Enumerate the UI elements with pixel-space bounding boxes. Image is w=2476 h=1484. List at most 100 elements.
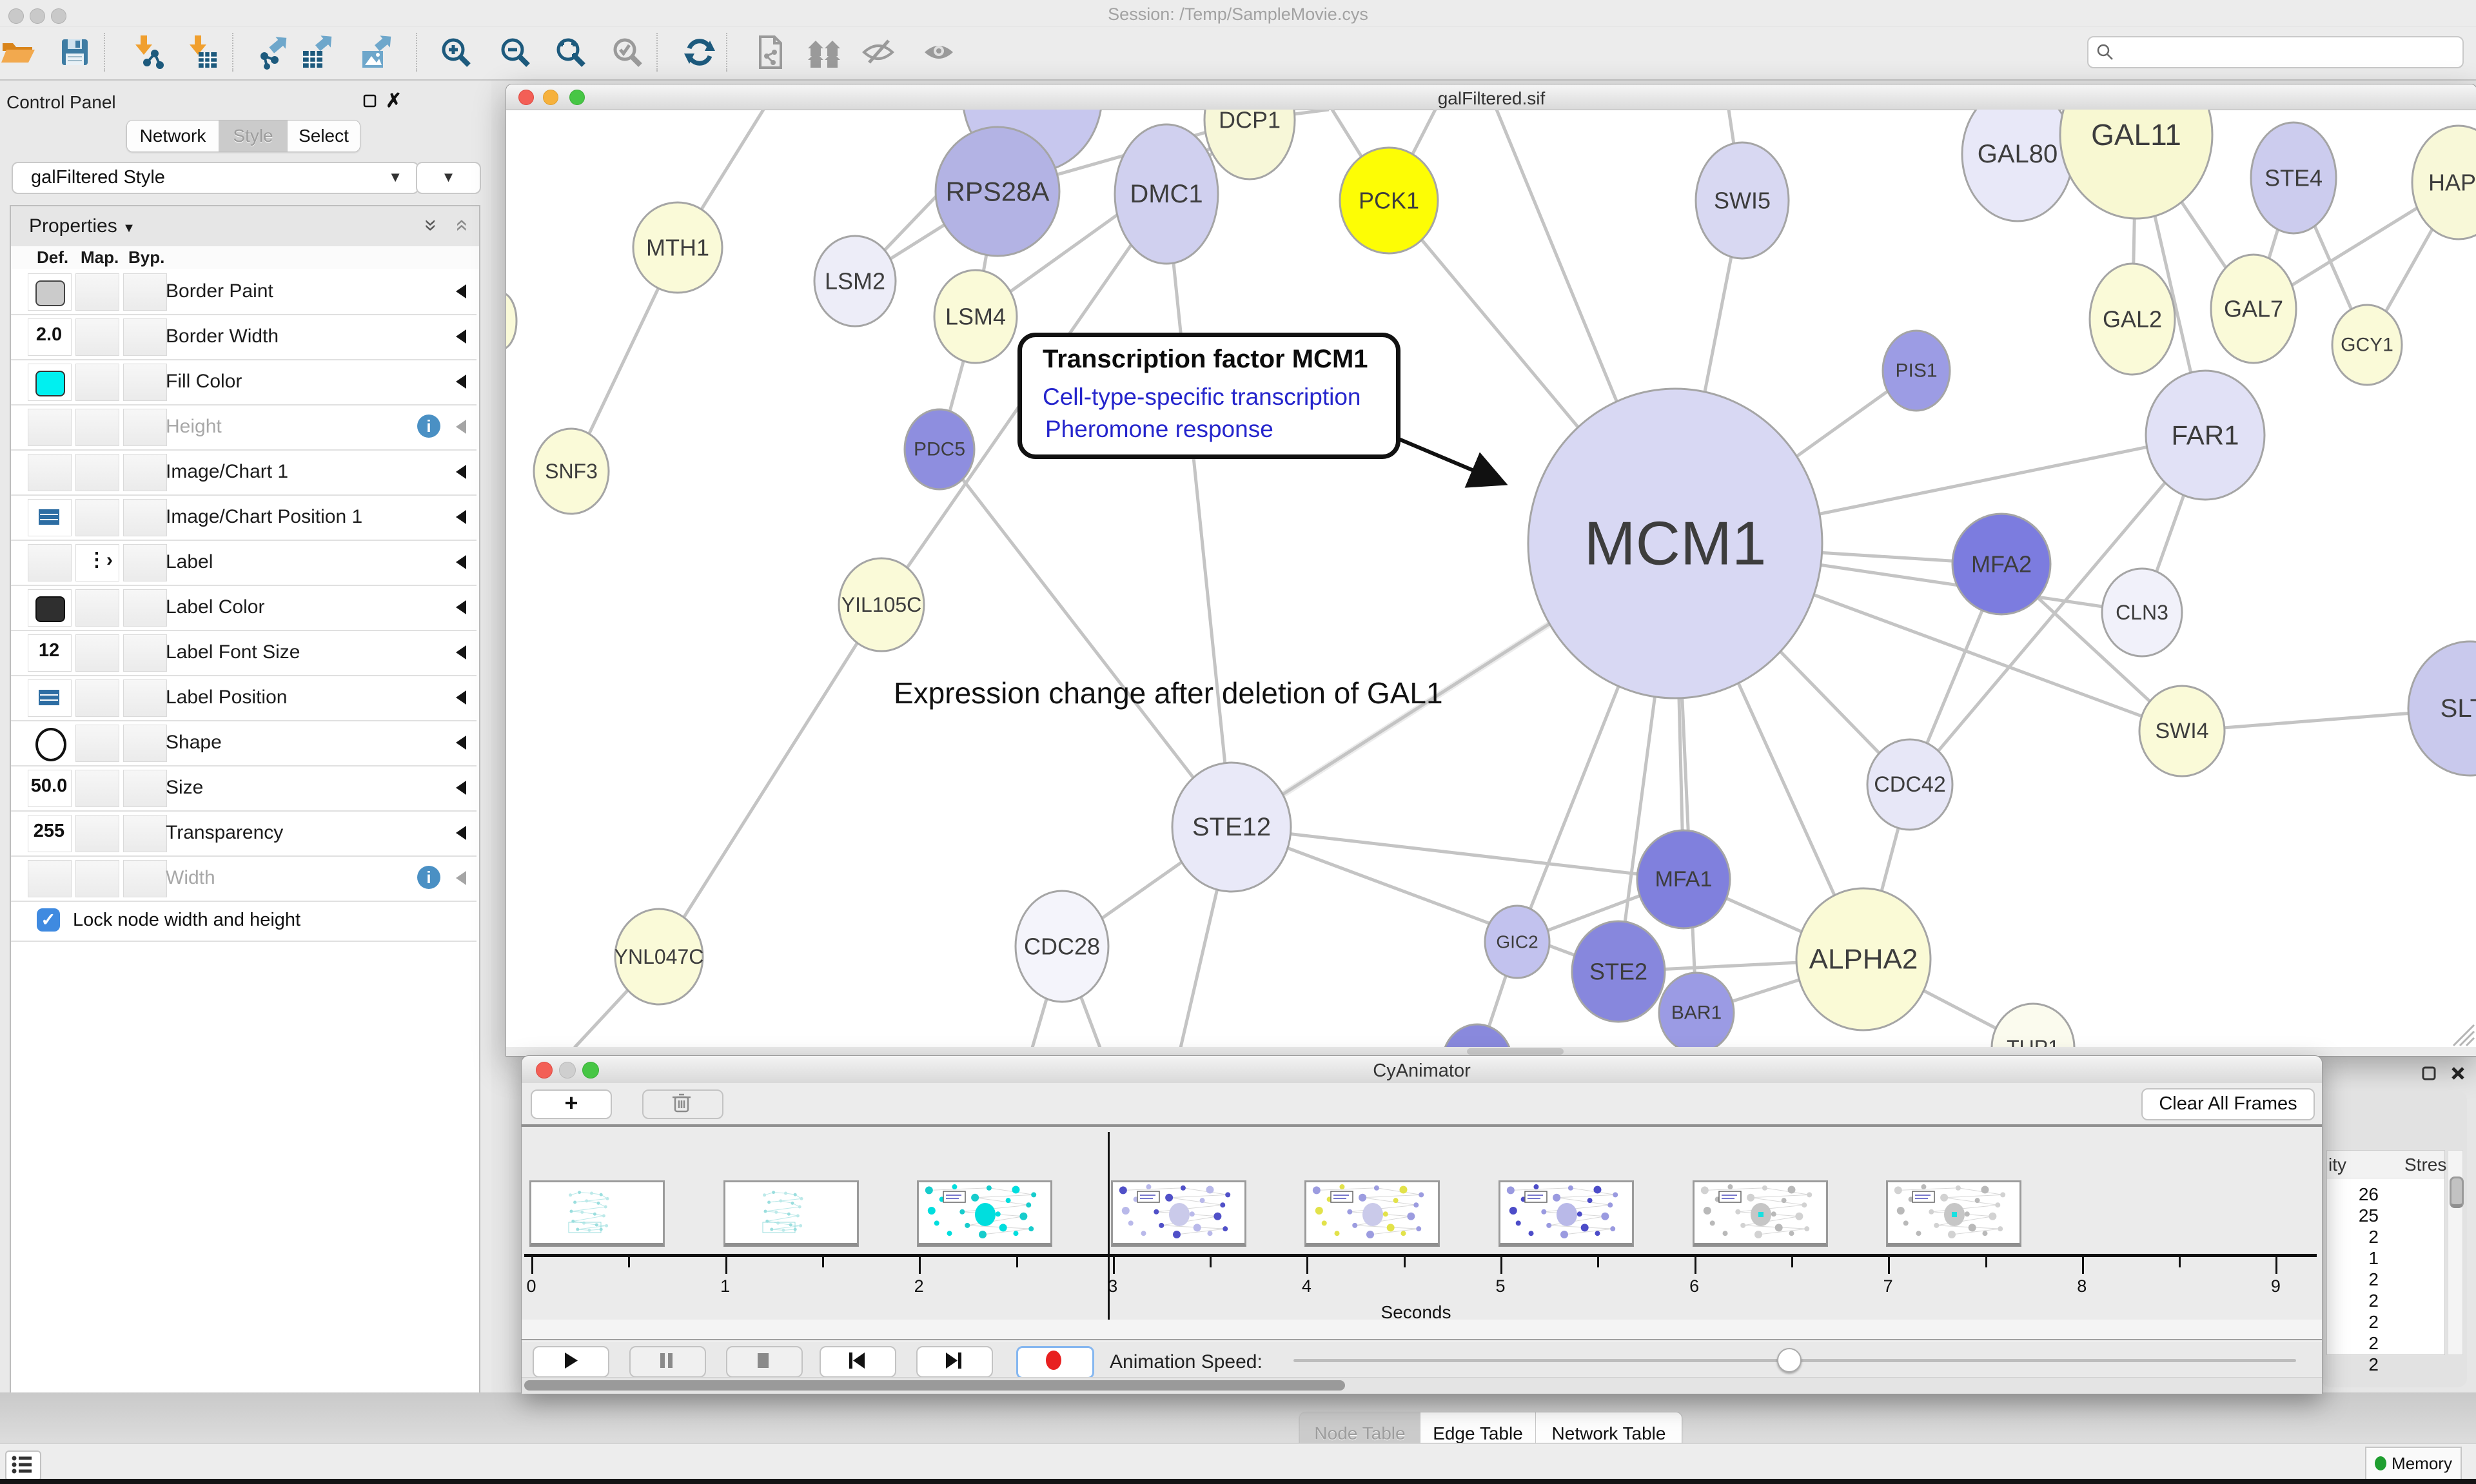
import-network-icon[interactable]: [129, 34, 165, 70]
zoom-selected-icon[interactable]: [609, 34, 645, 70]
network-node-PCK1[interactable]: PCK1: [1339, 146, 1439, 255]
zoom-window-icon[interactable]: [582, 1062, 599, 1079]
network-node-STE12[interactable]: STE12: [1171, 761, 1292, 893]
export-network-icon[interactable]: [255, 34, 291, 70]
table-column-ity[interactable]: ity: [2328, 1155, 2346, 1175]
network-window-titlebar[interactable]: galFiltered.sif: [506, 84, 2476, 110]
timeline-playhead[interactable]: [1108, 1132, 1110, 1325]
network-node-nodeBottom[interactable]: [1442, 1023, 1512, 1047]
cyanimator-hscrollbar[interactable]: [522, 1377, 2322, 1394]
network-node-BAR1[interactable]: BAR1: [1658, 971, 1735, 1047]
network-node-LSM2[interactable]: LSM2: [813, 235, 897, 327]
minimize-window-icon[interactable]: [559, 1062, 576, 1079]
network-node-LSM4[interactable]: LSM4: [933, 269, 1018, 364]
network-node-GAL80[interactable]: GAL80: [1961, 110, 2074, 222]
property-row-fill-color[interactable]: Fill Color: [11, 359, 477, 405]
network-node-GAL11[interactable]: GAL11: [2059, 110, 2214, 220]
style-options-button[interactable]: ▼: [416, 162, 481, 194]
properties-header[interactable]: Properties ▼ » »: [11, 206, 479, 248]
add-frame-button[interactable]: +: [531, 1089, 612, 1119]
cyanimator-titlebar[interactable]: CyAnimator: [522, 1056, 2322, 1084]
network-node-STE4[interactable]: STE4: [2250, 121, 2337, 235]
network-node-GAL7[interactable]: GAL7: [2210, 253, 2297, 364]
frame-thumbnail-7[interactable]: [1886, 1180, 2022, 1247]
hide-graphics-icon[interactable]: [860, 34, 896, 70]
lock-node-size-checkbox[interactable]: ✓: [37, 908, 60, 932]
network-node-nodeLeft[interactable]: [506, 293, 518, 349]
zoom-fit-icon[interactable]: [553, 34, 589, 70]
frame-thumbnail-3[interactable]: [1110, 1180, 1246, 1247]
collapse-all-icon[interactable]: »: [447, 219, 473, 231]
float-panel-icon[interactable]: [362, 93, 379, 109]
clear-all-frames-button[interactable]: Clear All Frames: [2141, 1088, 2315, 1120]
task-history-button[interactable]: [5, 1450, 41, 1481]
network-node-ALPHA2[interactable]: ALPHA2: [1795, 887, 1932, 1031]
document-network-icon[interactable]: [751, 34, 787, 70]
close-window-icon[interactable]: [518, 90, 534, 105]
network-node-CDC28[interactable]: CDC28: [1014, 890, 1110, 1003]
network-node-FAR1[interactable]: FAR1: [2145, 369, 2266, 501]
network-node-MCM1[interactable]: MCM1: [1527, 387, 1823, 699]
property-row-image-chart-1[interactable]: Image/Chart 1: [11, 449, 477, 496]
open-session-icon[interactable]: [0, 34, 36, 70]
network-node-MTH1[interactable]: MTH1: [632, 201, 723, 294]
table-scrollbar[interactable]: [2448, 1150, 2464, 1355]
network-node-GCY1[interactable]: GCY1: [2331, 304, 2403, 386]
stop-button[interactable]: [726, 1346, 803, 1378]
table-panel-buttons[interactable]: [2419, 1065, 2471, 1082]
network-node-SLT2[interactable]: SLT2: [2407, 640, 2476, 777]
frame-thumbnail-1[interactable]: [723, 1180, 859, 1247]
network-canvas[interactable]: RPL28BRPS28ADMC1DCP1PCK1MTH1LSM2LSM4SNF3…: [506, 110, 2476, 1047]
annotation-box[interactable]: Transcription factor MCM1 Cell-type-spec…: [1017, 333, 1400, 459]
network-node-SWI4[interactable]: SWI4: [2138, 685, 2226, 777]
property-row-label[interactable]: ⋮›Label: [11, 540, 477, 586]
network-node-MFA1[interactable]: MFA1: [1636, 829, 1731, 930]
property-row-label-color[interactable]: Label Color: [11, 585, 477, 631]
network-node-CLN3[interactable]: CLN3: [2101, 567, 2183, 658]
zoom-window-icon[interactable]: [569, 90, 585, 105]
home-views-icon[interactable]: [807, 34, 843, 70]
property-row-image-chart-position-1[interactable]: Image/Chart Position 1: [11, 494, 477, 541]
go-to-start-button[interactable]: [820, 1346, 896, 1378]
frame-thumbnail-4[interactable]: [1304, 1180, 1440, 1247]
network-node-SNF3[interactable]: SNF3: [533, 427, 610, 515]
frame-thumbnail-0[interactable]: [529, 1180, 665, 1247]
frame-thumbnail-5[interactable]: [1498, 1180, 1634, 1247]
table-column-stress[interactable]: Stres: [2404, 1155, 2447, 1175]
network-node-DCP1[interactable]: DCP1: [1203, 110, 1296, 181]
search-input[interactable]: [2087, 36, 2464, 68]
tab-select[interactable]: Select: [288, 121, 360, 151]
zoom-out-icon[interactable]: [497, 34, 533, 70]
tab-style[interactable]: Style: [219, 121, 288, 151]
minimize-window-icon[interactable]: [543, 90, 558, 105]
animation-speed-knob[interactable]: [1777, 1348, 1802, 1372]
property-row-label-position[interactable]: Label Position: [11, 675, 477, 721]
import-table-icon[interactable]: [183, 34, 219, 70]
record-button[interactable]: [1016, 1346, 1094, 1379]
zoom-in-icon[interactable]: [438, 34, 474, 70]
export-table-icon[interactable]: [299, 34, 335, 70]
minimize-window-icon[interactable]: [30, 8, 45, 24]
tab-network[interactable]: Network: [127, 121, 219, 151]
show-graphics-icon[interactable]: [921, 34, 957, 70]
network-node-TUP1[interactable]: TUP1: [1990, 1002, 2076, 1047]
style-selector[interactable]: galFiltered Style▼: [12, 162, 419, 194]
network-node-GAL2[interactable]: GAL2: [2088, 262, 2176, 376]
network-node-DMC1[interactable]: DMC1: [1114, 123, 1219, 265]
save-session-icon[interactable]: [57, 34, 93, 70]
network-node-PDC5[interactable]: PDC5: [903, 408, 976, 491]
refresh-icon[interactable]: [682, 34, 718, 70]
network-node-MFA2[interactable]: MFA2: [1951, 513, 2052, 616]
export-image-icon[interactable]: [359, 34, 395, 70]
network-node-YNL047C[interactable]: YNL047C: [614, 908, 704, 1006]
network-node-CDC42[interactable]: CDC42: [1866, 738, 1954, 831]
property-row-shape[interactable]: Shape: [11, 720, 477, 766]
network-node-RPS28A[interactable]: RPS28A: [934, 126, 1061, 257]
delete-frame-button[interactable]: [642, 1089, 723, 1119]
property-row-border-paint[interactable]: Border Paint: [11, 269, 477, 315]
network-node-PIS1[interactable]: PIS1: [1882, 329, 1951, 412]
